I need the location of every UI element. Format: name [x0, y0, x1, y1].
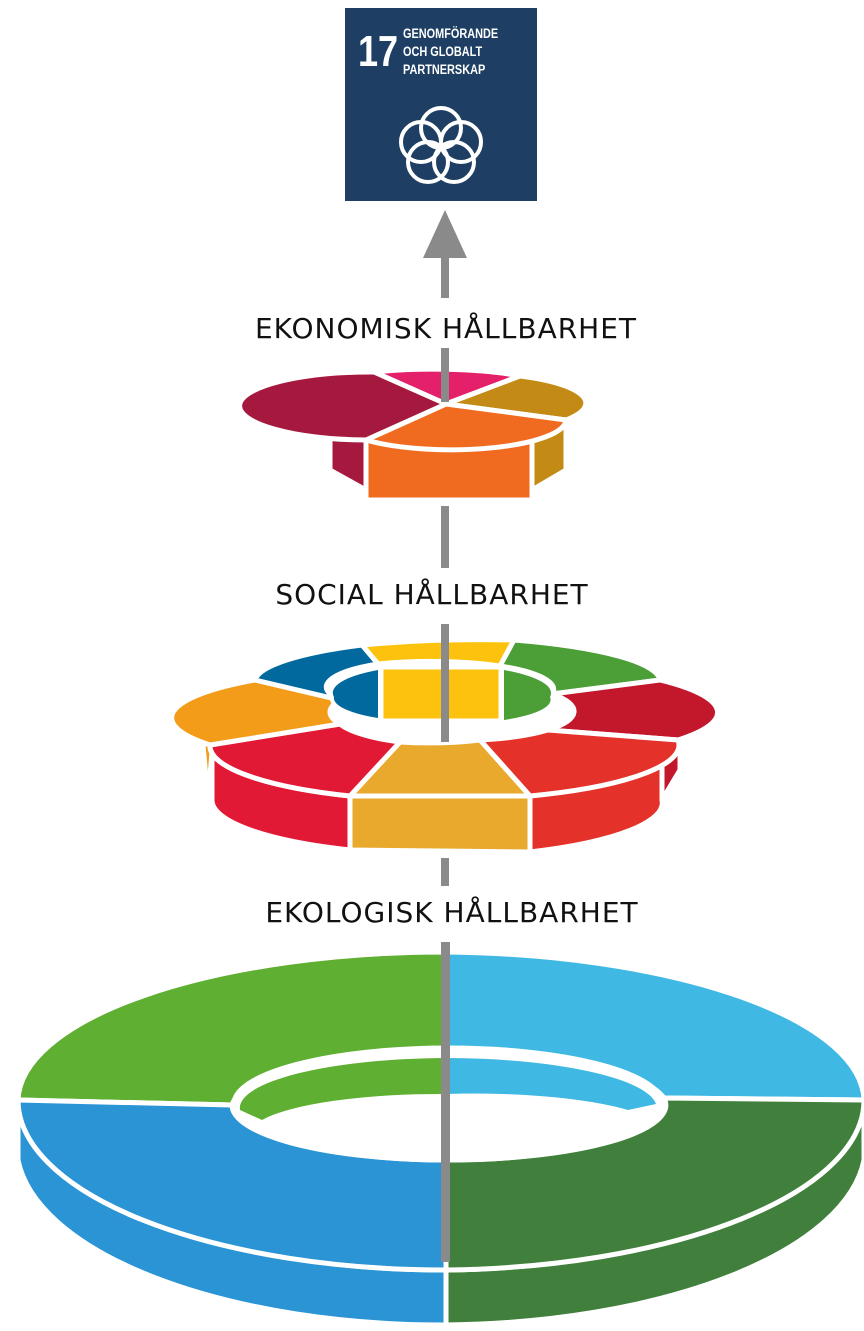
- economic-top-maroon: [237, 369, 449, 443]
- axis-arrowhead: [423, 210, 467, 258]
- label-social-sustainability: SOCIAL HÅLLBARHET: [275, 577, 588, 611]
- social-top-red-left: [207, 721, 403, 799]
- goal-17-title-line-2: OCH GLOBALT: [403, 44, 483, 60]
- social-top-blue: [252, 642, 381, 703]
- social-inner-wall-blue: [332, 670, 378, 718]
- axis-segment-social-disc: [441, 624, 449, 742]
- social-top-red-right: [477, 727, 682, 799]
- axis-segment-social-ecol: [441, 858, 449, 886]
- social-inner-wall-green: [504, 670, 552, 720]
- social-top-crimson: [545, 677, 721, 743]
- goal-17-number: 17: [358, 27, 398, 76]
- axis-segment-ecological: [441, 942, 450, 1262]
- goal-17-tile: 17 GENOMFÖRANDE OCH GLOBALT PARTNERSKAP: [345, 8, 537, 201]
- goal-17-title-line-1: GENOMFÖRANDE: [403, 25, 498, 42]
- economic-disc: [237, 366, 589, 503]
- axis-segment-econ-social: [441, 506, 449, 568]
- social-side-gold: [347, 793, 533, 855]
- five-ring-flower-icon: [399, 106, 483, 184]
- goal-17-background: [345, 8, 537, 201]
- label-economic-sustainability: EKONOMISK HÅLLBARHET: [255, 311, 637, 345]
- axis-segment-top: [441, 256, 449, 298]
- label-ecological-sustainability: EKOLOGISK HÅLLBARHET: [265, 895, 638, 929]
- social-ring: [169, 637, 721, 855]
- axis-line: [423, 210, 467, 1262]
- axis-segment-econ-gap: [441, 348, 449, 402]
- social-top-orange: [169, 677, 343, 748]
- social-top-yellow: [359, 637, 517, 669]
- economic-top-gold: [443, 373, 589, 423]
- ecological-inner-wall-skyblue: [446, 1058, 656, 1110]
- goal-17-title-line-3: PARTNERSKAP: [403, 62, 485, 78]
- economic-top-orange: [363, 401, 569, 453]
- ecological-inner-wall-green: [239, 1058, 446, 1120]
